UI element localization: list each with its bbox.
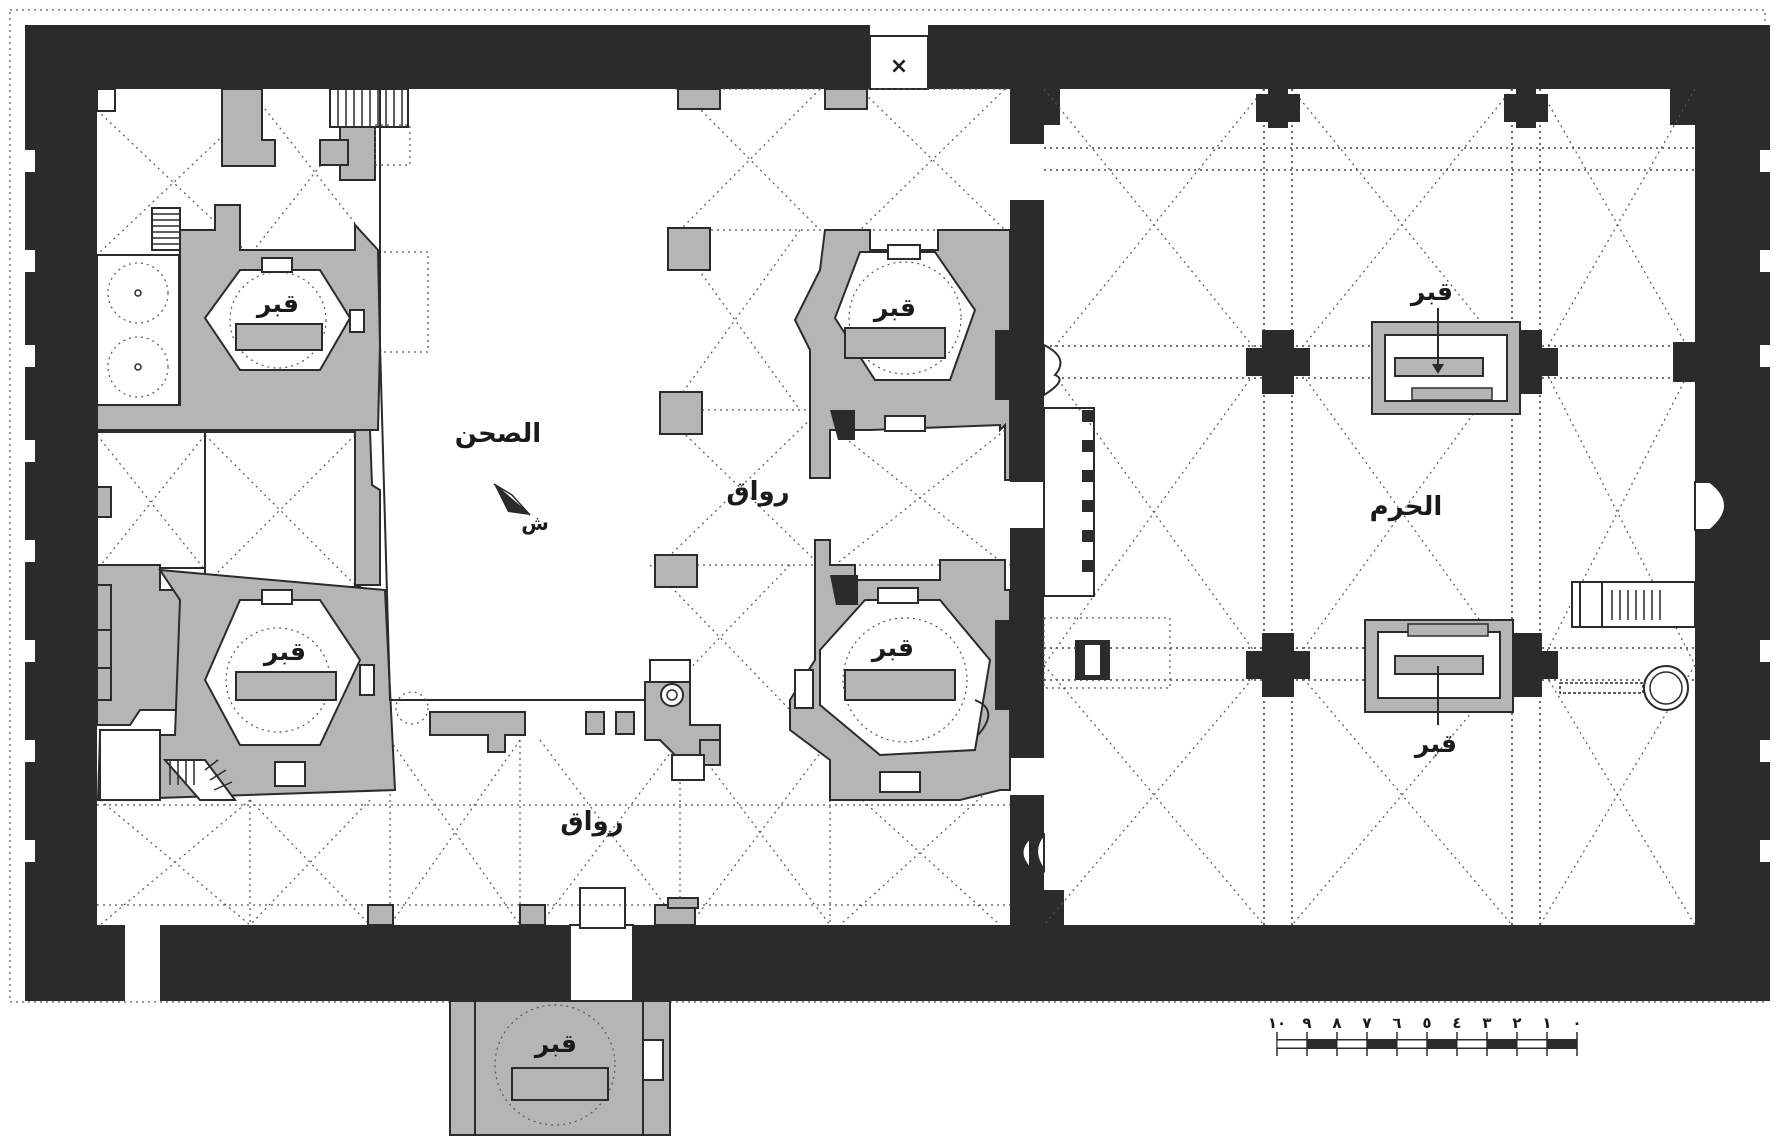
scale-segment xyxy=(1336,1039,1368,1049)
scale-tick-label: ١٠ xyxy=(1268,1014,1286,1032)
scale-tick-label: ٧ xyxy=(1362,1014,1371,1032)
south-tomb-building xyxy=(449,1000,671,1136)
south-riwaq-label: رواق xyxy=(560,807,623,837)
scale-tick-label: ٤ xyxy=(1452,1014,1461,1032)
door-mark: × xyxy=(890,54,908,79)
wall-notches xyxy=(25,150,1770,862)
courtyard-label: الصحن xyxy=(455,419,541,449)
scale-segment xyxy=(1366,1039,1398,1049)
scale-tick-label: ٨ xyxy=(1332,1014,1341,1032)
haram-label: الحرم xyxy=(1370,492,1443,522)
north-marker-label: ش xyxy=(521,511,549,535)
tomb-label-south-building: قبر xyxy=(533,1029,577,1059)
south-riwaq-piers xyxy=(367,711,699,926)
mihrab xyxy=(1559,481,1726,711)
scale-segment xyxy=(1396,1039,1428,1049)
scale-tick-label: ٩ xyxy=(1302,1014,1311,1032)
scale-tick-label: ٠ xyxy=(1572,1014,1581,1032)
north-arrow-icon xyxy=(493,483,531,516)
scale-segment xyxy=(1276,1039,1308,1049)
tomb-label-se: قبر xyxy=(870,633,914,663)
east-tomb-chambers xyxy=(789,229,1011,801)
tomb-label-haram-north: قبر xyxy=(1409,277,1453,307)
tomb-label-ne: قبر xyxy=(872,293,916,323)
haram-tomb-enclosures xyxy=(1364,308,1521,725)
scale-segment xyxy=(1516,1039,1548,1049)
scale-tick-label: ٦ xyxy=(1392,1014,1401,1032)
east-riwaq-piers xyxy=(644,88,868,781)
scale-segment xyxy=(1456,1039,1488,1049)
scale-segment xyxy=(1426,1039,1458,1049)
scale-tick-label: ٣ xyxy=(1482,1014,1491,1032)
scale-tick-label: ٥ xyxy=(1422,1014,1431,1032)
scale-segment xyxy=(1486,1039,1518,1049)
scale-tick-label: ٢ xyxy=(1512,1014,1521,1032)
scale-segment xyxy=(1306,1039,1338,1049)
tomb-label-nw: قبر xyxy=(255,289,299,319)
south-entrance xyxy=(569,924,634,1002)
outer-walls xyxy=(25,25,1770,1001)
east-riwaq-label: رواق xyxy=(726,477,789,507)
vault-grid xyxy=(96,88,1696,926)
partition-details xyxy=(1021,343,1171,874)
tomb-label-haram-south: قبر xyxy=(1413,729,1457,759)
north-entrance xyxy=(869,35,929,90)
scale-segment xyxy=(1546,1039,1578,1049)
west-wing xyxy=(96,88,429,802)
scale-tick-label: ١ xyxy=(1542,1014,1551,1032)
tomb-label-sw: قبر xyxy=(262,637,306,667)
